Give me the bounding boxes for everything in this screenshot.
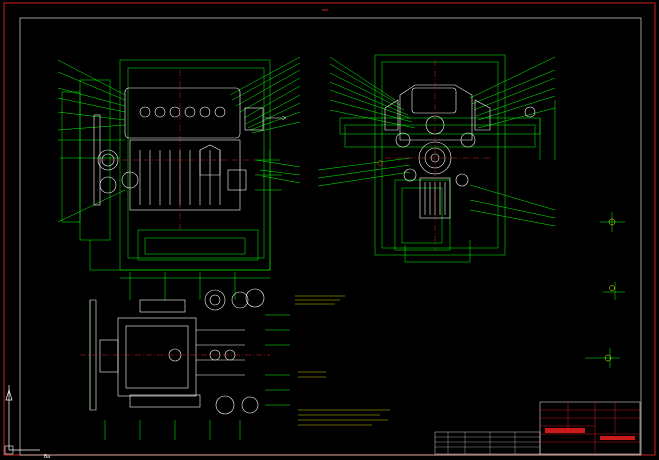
title-block-drawing-number-field xyxy=(600,436,635,440)
front-view-centerlines xyxy=(385,60,490,250)
side-view-centerlines xyxy=(100,70,255,230)
detail-symbol-3 xyxy=(585,348,620,368)
revision-table-grid xyxy=(435,432,540,454)
engine-front-view xyxy=(317,54,556,263)
top-view-notes xyxy=(295,295,390,426)
side-view-arrows xyxy=(265,115,287,121)
ucs-axis-icon xyxy=(4,385,40,455)
engine-side-view xyxy=(57,56,301,271)
front-view-datum-marker xyxy=(377,160,383,166)
corner-text-fragment: Ba xyxy=(44,454,50,460)
drawing-frame xyxy=(19,17,642,456)
engine-top-view xyxy=(80,272,390,440)
title-block xyxy=(434,401,641,455)
side-view-engine-parts xyxy=(93,87,264,211)
detail-symbol-1 xyxy=(600,212,625,232)
top-view-dimensions xyxy=(89,272,290,440)
title-block-frame xyxy=(539,401,641,455)
title-block-company-field xyxy=(545,428,585,433)
detail-symbol-2 xyxy=(603,282,625,300)
detail-symbols xyxy=(585,212,625,368)
side-view-dimensions xyxy=(57,56,301,271)
